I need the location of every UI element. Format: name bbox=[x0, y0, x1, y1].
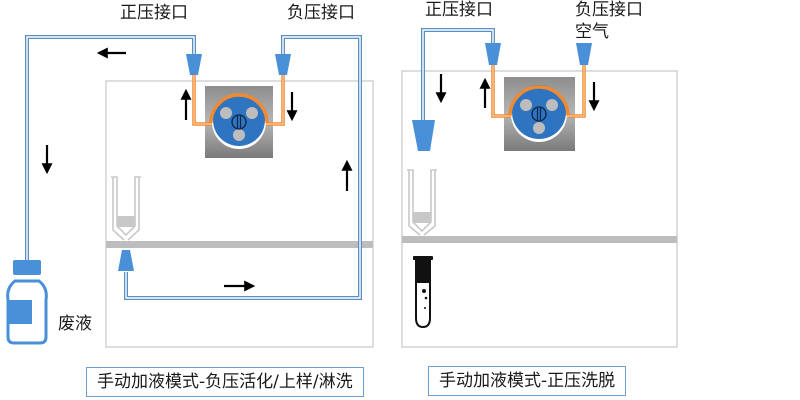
left-flow-arrows bbox=[41, 47, 353, 292]
left-negative-port-label: 负压接口 bbox=[287, 3, 355, 23]
right-instrument-frame bbox=[401, 70, 678, 348]
air-label: 空气 bbox=[575, 22, 609, 42]
left-instrument-frame bbox=[105, 80, 374, 348]
left-positive-port-connector bbox=[186, 54, 202, 75]
left-shelf bbox=[106, 241, 373, 248]
right-spe-column bbox=[407, 169, 437, 236]
right-column-cap-connector bbox=[412, 120, 435, 151]
right-pressure-tubing bbox=[421, 28, 495, 120]
test-tube-icon bbox=[413, 256, 433, 329]
left-waste-tubing bbox=[25, 35, 196, 262]
left-panel bbox=[6, 35, 374, 348]
left-peristaltic-pump bbox=[205, 86, 273, 158]
right-peristaltic-pump bbox=[504, 77, 575, 151]
left-pump-tubing bbox=[192, 75, 285, 126]
left-spe-column bbox=[111, 176, 141, 241]
left-vacuum-tubing bbox=[124, 35, 362, 300]
left-mode-caption: 手动加液模式-负压活化/上样/淋洗 bbox=[86, 367, 364, 397]
left-negative-port-connector bbox=[275, 54, 291, 75]
right-panel bbox=[401, 28, 678, 348]
right-pump-tubing bbox=[491, 65, 586, 118]
left-collection-connector bbox=[118, 250, 134, 271]
right-shelf bbox=[402, 236, 677, 243]
right-negative-port-label: 负压接口 bbox=[575, 0, 643, 20]
right-positive-port-connector bbox=[485, 43, 501, 65]
right-flow-arrows bbox=[435, 74, 600, 112]
left-positive-port-label: 正压接口 bbox=[120, 3, 188, 23]
right-mode-caption: 手动加液模式-正压洗脱 bbox=[428, 366, 627, 396]
waste-label: 废液 bbox=[58, 314, 92, 334]
waste-bottle-icon bbox=[6, 260, 48, 345]
right-positive-port-label: 正压接口 bbox=[425, 0, 493, 20]
right-air-port-connector bbox=[576, 43, 592, 65]
